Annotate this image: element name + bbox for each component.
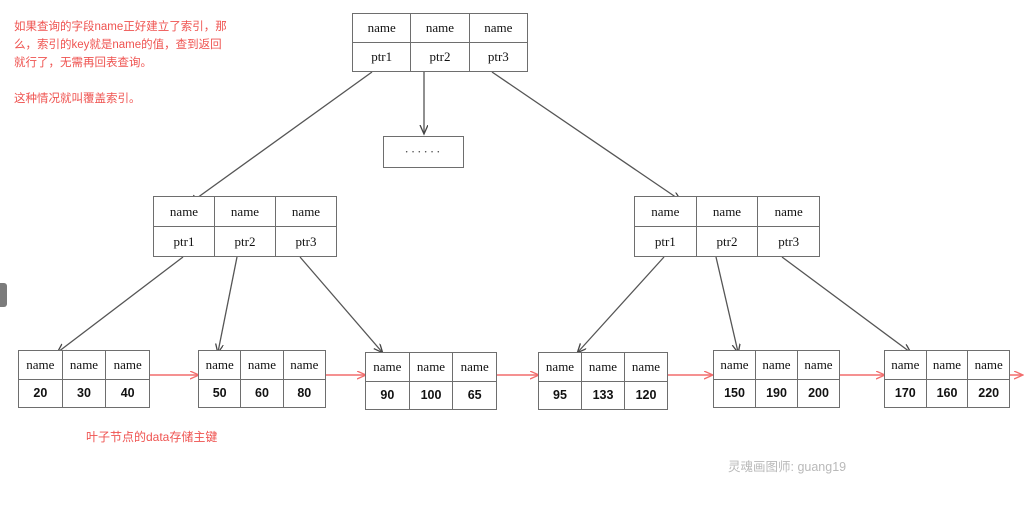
internal-left-pointer-cell-2: ptr2 — [215, 227, 276, 256]
leaf-1-value-cell-1: 20 — [19, 379, 63, 407]
leaf-5-key-row: name name name — [714, 351, 839, 380]
leaf-1-value-cell-3: 40 — [120, 386, 135, 401]
leaf-5-value-row: 150 190 200 — [714, 379, 839, 407]
leaf-node-6[interactable]: name name name 170 160 220 — [884, 350, 1010, 408]
edge-drag-handle[interactable] — [0, 283, 7, 307]
leaf-6-value-cell-2: 160 — [927, 379, 969, 407]
internal-right-key-cell-2: name — [697, 197, 759, 226]
leaf-3-key-cell-2: name — [410, 353, 454, 381]
leaf-2-value-cell-2: 60 — [241, 379, 284, 407]
leaf-node-2[interactable]: name name name 50 60 80 — [198, 350, 326, 408]
leaf-1-key-row: name name name — [19, 351, 149, 380]
leaf-4-key-cell-3: name — [631, 358, 661, 374]
internal-right-pointer-cell-2: ptr2 — [697, 227, 759, 256]
leaf-3-value-cell-1: 90 — [366, 381, 410, 409]
root-pointer-row: ptr1 ptr2 ptr3 — [353, 43, 527, 71]
leaf-6-key-cell-3: name — [974, 356, 1003, 372]
watermark-text: 灵魂画图师: guang19 — [728, 460, 847, 474]
leaf-6-key-cell-2: name — [927, 351, 969, 379]
leaf-5-value-cell-2: 190 — [756, 379, 798, 407]
root-node[interactable]: name name name ptr1 ptr2 ptr3 — [352, 13, 528, 72]
internal-node-left[interactable]: name name name ptr1 ptr2 ptr3 — [153, 196, 337, 257]
leaf-1-key-cell-1: name — [19, 351, 63, 379]
leaf-5-key-cell-3: name — [804, 356, 833, 372]
root-key-row: name name name — [353, 14, 527, 43]
leaf-2-value-cell-1: 50 — [199, 379, 242, 407]
internal-right-pointer-cell-1: ptr1 — [635, 227, 697, 256]
root-key-cell-2: name — [411, 14, 470, 42]
root-pointer-cell-3: ptr3 — [487, 49, 509, 64]
internal-right-pointer-row: ptr1 ptr2 ptr3 — [635, 227, 819, 256]
internal-left-key-cell-3: name — [291, 203, 321, 219]
leaf-2-value-row: 50 60 80 — [199, 379, 325, 407]
leaf-4-key-cell-1: name — [539, 353, 582, 381]
leaf-2-key-cell-3: name — [290, 356, 319, 372]
leaf-6-value-cell-1: 170 — [885, 379, 927, 407]
leaf-6-key-cell-1: name — [885, 351, 927, 379]
internal-right-key-cell-3: name — [774, 203, 803, 219]
leaf-4-value-row: 95 133 120 — [539, 381, 667, 409]
internal-right-pointer-cell-3: ptr3 — [778, 233, 800, 249]
leaf-2-key-cell-1: name — [199, 351, 242, 379]
leaf-node-4[interactable]: name name name 95 133 120 — [538, 352, 668, 410]
leaf-3-value-cell-2: 100 — [410, 381, 454, 409]
leaf-2-key-row: name name name — [199, 351, 325, 380]
root-key-cell-1: name — [353, 14, 412, 42]
internal-left-key-cell-1: name — [154, 197, 215, 226]
leaf-3-value-cell-3: 65 — [467, 388, 482, 403]
leaf-2-value-cell-3: 80 — [297, 386, 312, 401]
leaf-4-value-cell-3: 120 — [635, 388, 657, 403]
ellipsis-node[interactable]: ······ — [383, 136, 464, 168]
leaf-data-note: 叶子节点的data存储主键 — [86, 430, 218, 444]
leaf-2-key-cell-2: name — [241, 351, 284, 379]
leaf-3-key-cell-1: name — [366, 353, 410, 381]
internal-left-key-row: name name name — [154, 197, 336, 227]
leaf-5-key-cell-1: name — [714, 351, 756, 379]
root-pointer-cell-1: ptr1 — [353, 43, 412, 71]
internal-left-key-cell-2: name — [215, 197, 276, 226]
internal-right-key-cell-1: name — [635, 197, 697, 226]
leaf-node-5[interactable]: name name name 150 190 200 — [713, 350, 840, 408]
leaf-3-key-cell-3: name — [460, 358, 489, 374]
leaf-5-value-cell-3: 200 — [808, 386, 829, 401]
leaf-1-value-row: 20 30 40 — [19, 379, 149, 407]
leaf-3-value-row: 90 100 65 — [366, 381, 496, 409]
leaf-5-value-cell-1: 150 — [714, 379, 756, 407]
internal-left-pointer-cell-1: ptr1 — [154, 227, 215, 256]
leaf-5-key-cell-2: name — [756, 351, 798, 379]
leaf-1-key-cell-3: name — [113, 356, 142, 372]
leaf-6-value-row: 170 160 220 — [885, 379, 1009, 407]
leaf-6-value-cell-3: 220 — [978, 386, 1000, 401]
leaf-4-key-row: name name name — [539, 353, 667, 382]
root-pointer-cell-2: ptr2 — [411, 43, 470, 71]
internal-left-pointer-cell-3: ptr3 — [295, 233, 317, 249]
internal-node-right[interactable]: name name name ptr1 ptr2 ptr3 — [634, 196, 820, 257]
leaf-4-value-cell-2: 133 — [582, 381, 625, 409]
leaf-4-key-cell-2: name — [582, 353, 625, 381]
leaf-node-1[interactable]: name name name 20 30 40 — [18, 350, 150, 408]
leaf-node-3[interactable]: name name name 90 100 65 — [365, 352, 497, 410]
internal-left-pointer-row: ptr1 ptr2 ptr3 — [154, 227, 336, 256]
root-key-cell-3: name — [484, 20, 513, 35]
leaf-1-value-cell-2: 30 — [63, 379, 107, 407]
internal-right-key-row: name name name — [635, 197, 819, 227]
leaf-6-key-row: name name name — [885, 351, 1009, 380]
coverage-index-note: 如果查询的字段name正好建立了索引，那么，索引的key就是name的值，查到返… — [14, 21, 227, 105]
leaf-3-key-row: name name name — [366, 353, 496, 382]
leaf-1-key-cell-2: name — [63, 351, 107, 379]
leaf-4-value-cell-1: 95 — [539, 381, 582, 409]
